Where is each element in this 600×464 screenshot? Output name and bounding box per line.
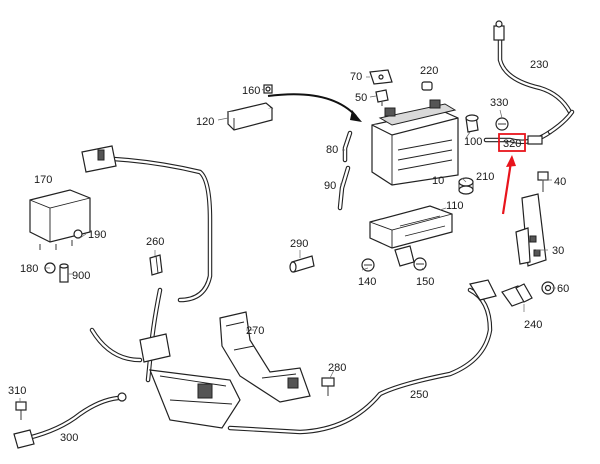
label-160: 160	[242, 85, 260, 97]
clip-160	[263, 84, 273, 94]
bolt-310	[15, 401, 27, 420]
part-labels: 10 30 40 50 60 70 80 90 100 110 120 140 …	[8, 59, 569, 444]
label-220: 220	[420, 65, 438, 77]
label-230: 230	[530, 59, 548, 71]
label-270: 270	[246, 325, 264, 337]
screw-140	[361, 258, 375, 272]
cable-300	[13, 392, 127, 449]
label-280: 280	[328, 362, 346, 374]
grommet-210	[458, 177, 474, 195]
label-190: 190	[88, 229, 106, 241]
bolt-40	[537, 171, 549, 192]
terminal-320	[483, 129, 553, 145]
spacer-900	[59, 263, 69, 283]
label-70: 70	[350, 71, 362, 83]
cover-120	[226, 102, 274, 131]
label-240: 240	[524, 319, 542, 331]
harness-270	[219, 311, 311, 403]
label-170: 170	[34, 174, 52, 186]
vent-90	[337, 165, 351, 211]
fitting-100	[465, 114, 479, 133]
label-30: 30	[552, 245, 564, 257]
label-60: 60	[557, 283, 569, 295]
bolt-330	[495, 117, 509, 131]
label-10: 10	[432, 175, 444, 187]
arrow-curve	[267, 93, 357, 117]
label-40: 40	[554, 176, 566, 188]
label-80: 80	[326, 144, 338, 156]
terminal-right	[547, 109, 575, 135]
vent-80	[342, 130, 353, 163]
sleeve-290	[289, 255, 315, 273]
screw-150	[413, 257, 427, 271]
label-310: 310	[8, 385, 26, 397]
label-100: 100	[464, 136, 482, 148]
harness-main	[81, 145, 241, 429]
label-290: 290	[290, 238, 308, 250]
cable-250	[227, 279, 497, 435]
nut-220	[421, 81, 433, 91]
label-250: 250	[410, 389, 428, 401]
label-900: 900	[72, 270, 90, 282]
label-50: 50	[355, 92, 367, 104]
label-180: 180	[20, 263, 38, 275]
bolt-280	[321, 377, 335, 396]
bracket-70	[369, 69, 393, 85]
label-210: 210	[476, 171, 494, 183]
screw-190	[73, 229, 83, 239]
label-330: 330	[490, 97, 508, 109]
label-90: 90	[324, 180, 336, 192]
fuse-box-30	[515, 193, 547, 267]
battery-part	[371, 99, 459, 186]
cable-230	[493, 20, 573, 115]
label-320: 320	[503, 138, 521, 150]
arrow-head	[350, 110, 362, 122]
label-300: 300	[60, 432, 78, 444]
label-150: 150	[416, 276, 434, 288]
tray-110	[369, 205, 453, 267]
grommet-60	[541, 281, 555, 295]
highlight-box-320	[498, 133, 526, 152]
label-260: 260	[146, 236, 164, 248]
relay-170	[29, 189, 91, 250]
leader-lines	[19, 76, 556, 402]
highlight-arrow-head	[506, 155, 516, 167]
label-140: 140	[358, 276, 376, 288]
label-110: 110	[446, 200, 464, 212]
clip-260	[149, 254, 163, 276]
label-120: 120	[196, 116, 214, 128]
terminal-240	[501, 283, 533, 307]
highlight-arrow-shaft	[501, 161, 513, 215]
screw-50	[375, 89, 389, 106]
